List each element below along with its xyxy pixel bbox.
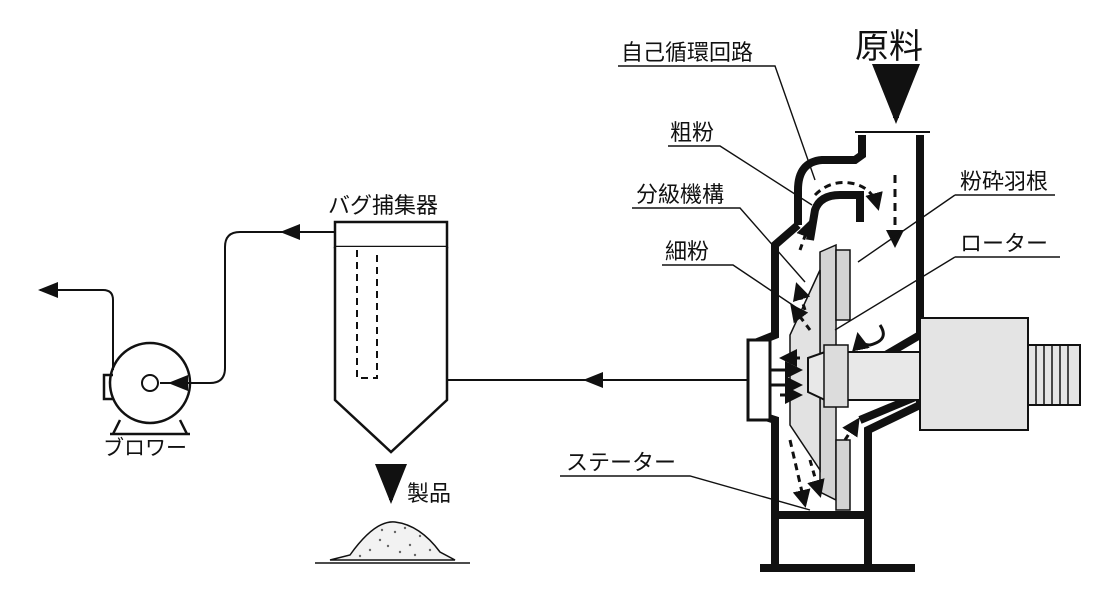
motor-coupling-ribs bbox=[1035, 345, 1069, 405]
label-stator: ステーター bbox=[566, 451, 677, 476]
label-grinding-blade: 粉砕羽根 bbox=[960, 170, 1049, 195]
label-rotor: ローター bbox=[960, 232, 1049, 257]
bag-collector-body bbox=[333, 247, 449, 454]
flow-arrows bbox=[770, 175, 904, 508]
grinding-blade-lower bbox=[835, 439, 851, 511]
mill-base bbox=[760, 511, 915, 572]
shaft-hub bbox=[823, 344, 849, 408]
mill bbox=[560, 64, 1081, 572]
blower-unit bbox=[38, 282, 192, 436]
bag-collector-top bbox=[333, 220, 449, 249]
label-coarse-powder: 粗粉 bbox=[670, 121, 715, 146]
blower-base bbox=[110, 419, 190, 436]
filter-bag bbox=[356, 250, 378, 379]
label-fine-powder: 細粉 bbox=[665, 240, 710, 265]
label-classifier: 分級機構 bbox=[636, 183, 725, 208]
blower-hub bbox=[141, 374, 159, 392]
exhaust-line bbox=[38, 282, 114, 370]
product-pile bbox=[329, 521, 456, 561]
label-raw-material: 原料 bbox=[855, 27, 923, 67]
air-inlet bbox=[746, 338, 772, 422]
label-bag-collector: バグ捕集器 bbox=[328, 194, 439, 219]
label-blower: ブロワー bbox=[103, 436, 187, 460]
suction-line bbox=[160, 231, 335, 384]
blower-outlet bbox=[102, 373, 113, 401]
grinding-blade-upper bbox=[835, 249, 851, 321]
motor-body bbox=[919, 317, 1029, 431]
product-pile-texture bbox=[358, 526, 432, 558]
label-product: 製品 bbox=[407, 482, 452, 507]
label-self-circulation: 自己循環回路 bbox=[621, 41, 754, 66]
bag-collector bbox=[333, 220, 449, 454]
leader-lines bbox=[560, 65, 1060, 511]
